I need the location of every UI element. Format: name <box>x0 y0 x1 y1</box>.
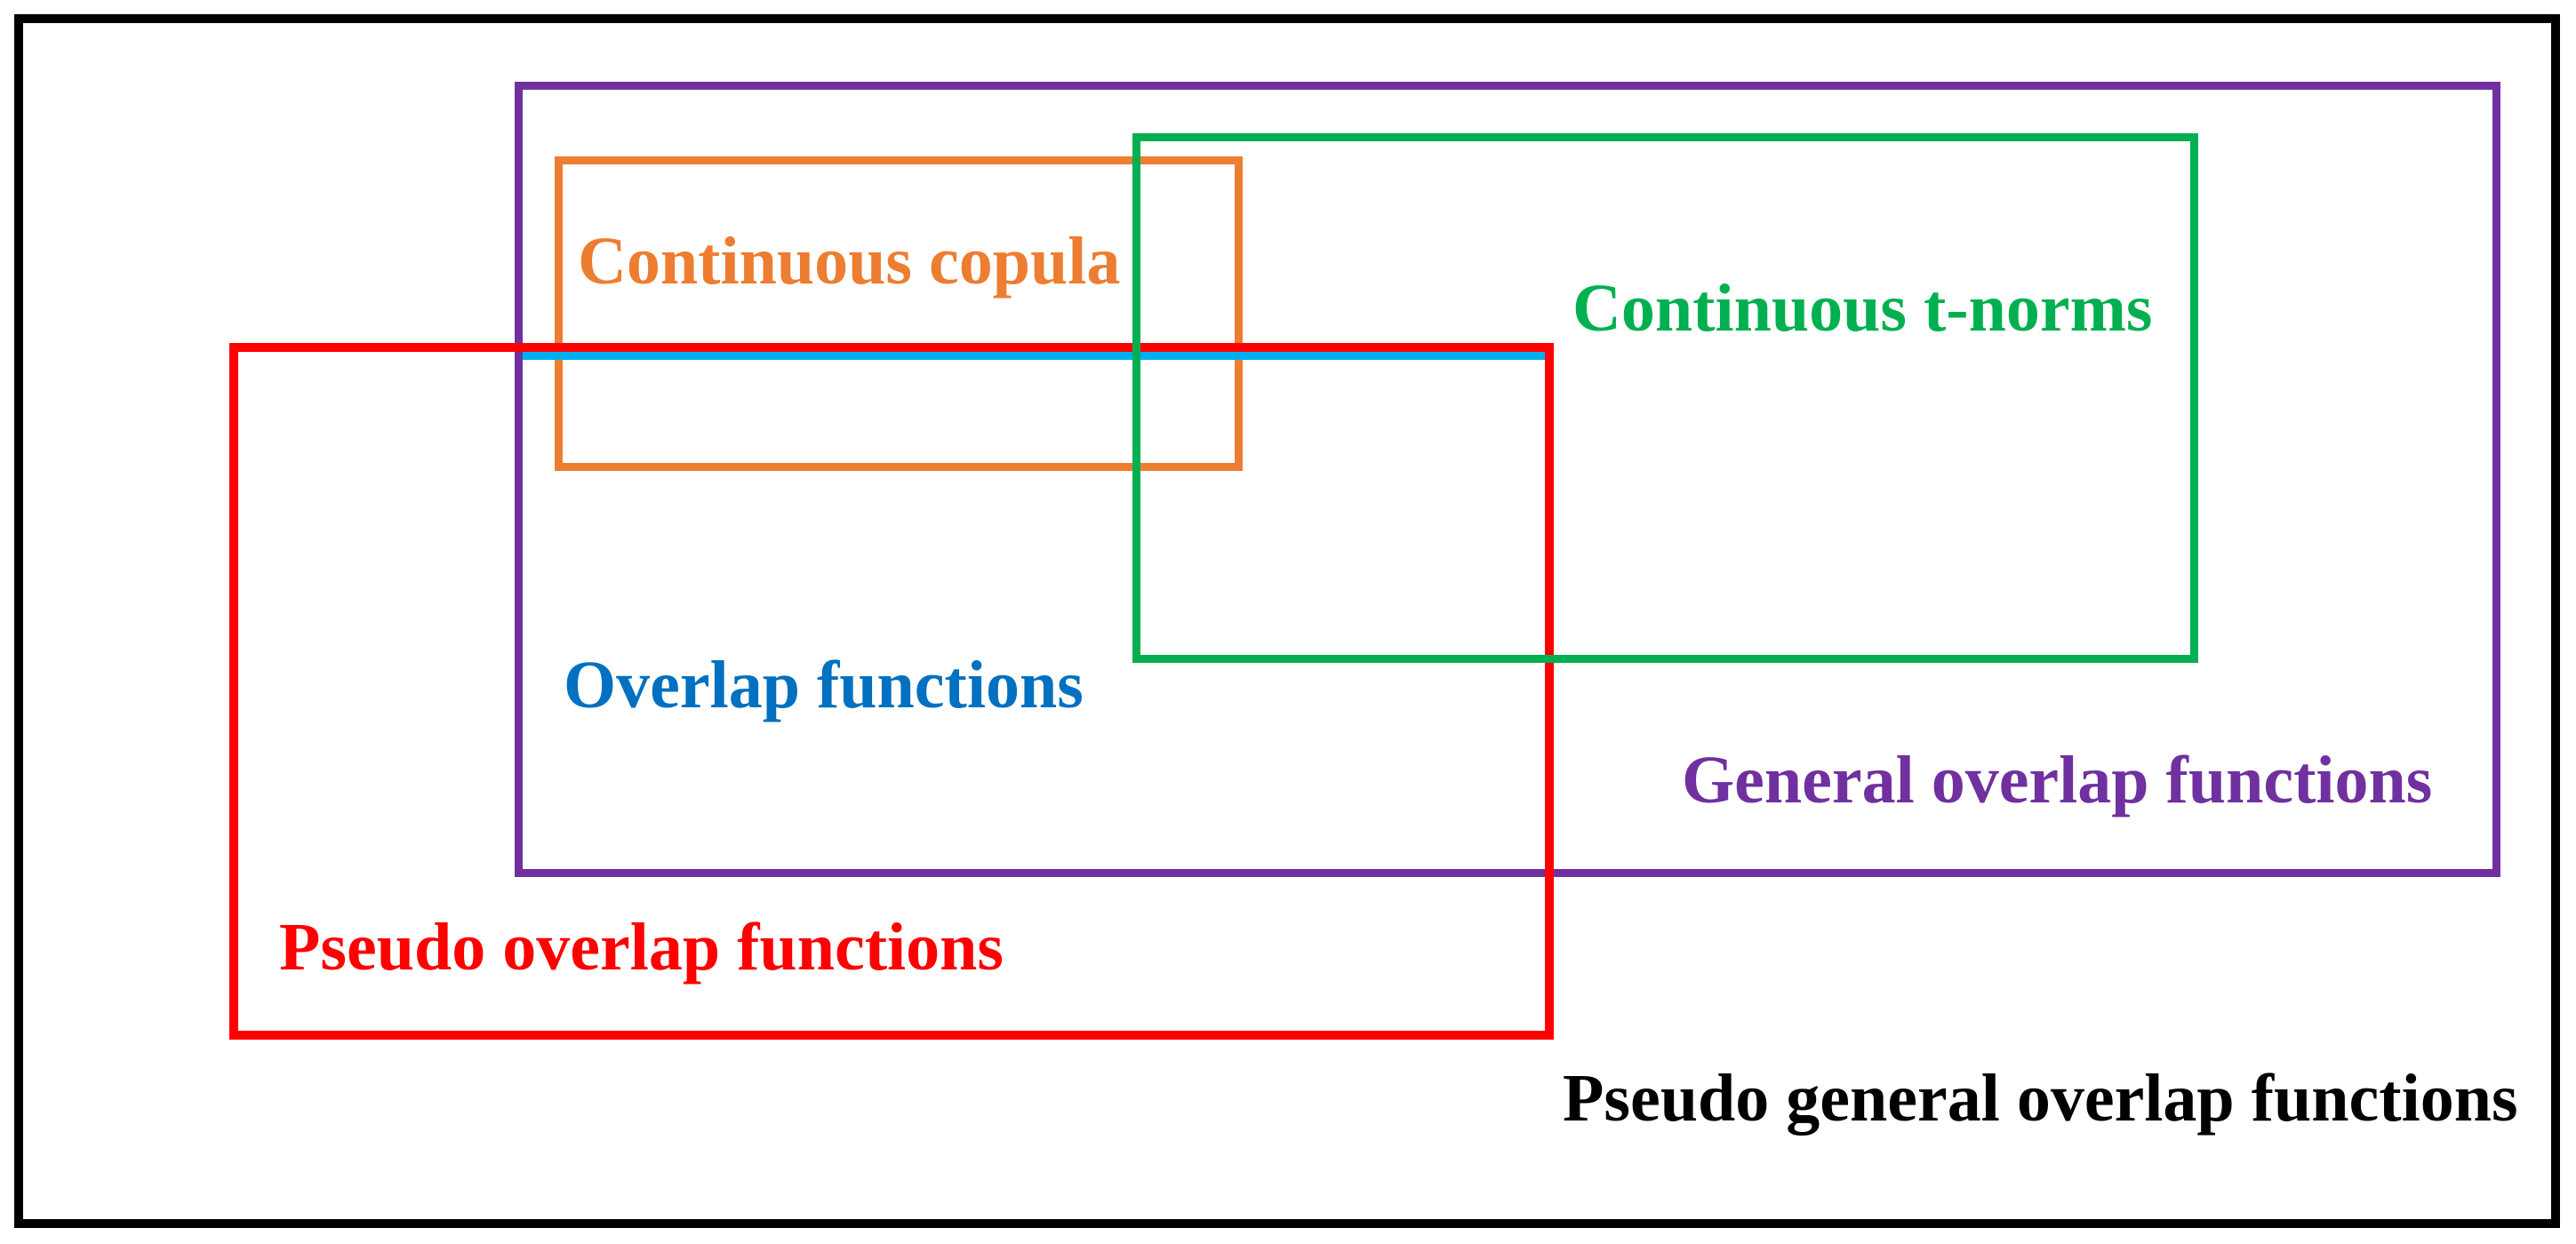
continuous-copula-box <box>555 156 1243 471</box>
pseudo-overlap-functions-label: Pseudo overlap functions <box>279 910 1004 985</box>
general-overlap-functions-box <box>515 82 2500 877</box>
continuous-copula-label: Continuous copula <box>578 224 1121 299</box>
pseudo-overlap-functions-box <box>229 343 1554 1040</box>
general-overlap-functions-label: General overlap functions <box>1682 743 2433 817</box>
pseudo-general-overlap-functions-box <box>14 14 2560 1228</box>
overlap-functions-label: Overlap functions <box>564 648 1084 722</box>
continuous-t-norms-label: Continuous t-norms <box>1572 271 2153 346</box>
pseudo-general-overlap-functions-label: Pseudo general overlap functions <box>1563 1061 2518 1136</box>
continuous-t-norms-box <box>1132 133 2198 663</box>
